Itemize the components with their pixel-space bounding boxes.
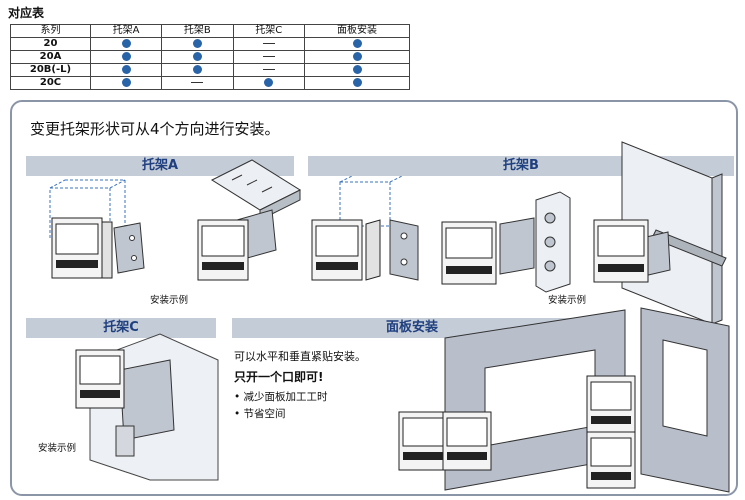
supported-dot-icon <box>192 51 202 61</box>
compat-cell <box>232 63 306 77</box>
not-supported-dash-icon <box>262 68 275 70</box>
compat-cell <box>232 76 306 90</box>
supported-dot-icon <box>121 38 131 48</box>
supported-dot-icon <box>192 64 202 74</box>
compat-cell <box>304 37 410 51</box>
model-cell: 20B(-L) <box>10 63 91 77</box>
compat-cell <box>232 50 306 64</box>
panel-mount-bullet-1: • 减少面板加工工时 <box>234 391 328 403</box>
model-cell: 20 <box>10 37 91 51</box>
col-header-bracket-a: 托架A <box>89 24 163 38</box>
not-supported-dash-icon <box>262 55 275 57</box>
panel-vertical-illustration <box>586 307 730 493</box>
table-header-row: 系列 托架A 托架B 托架C 面板安装 <box>10 24 410 38</box>
bracket-b-wall-illustration <box>593 141 727 325</box>
compat-cell <box>232 37 306 51</box>
model-cell: 20A <box>10 50 91 64</box>
compat-cell <box>304 63 410 77</box>
table-row: 20 <box>10 37 410 51</box>
banner-bracket-a: 托架A <box>26 156 294 176</box>
bracket-a-exploded-illustration <box>49 179 145 279</box>
panel-mount-line1: 可以水平和垂直紧贴安装。 <box>234 350 366 363</box>
col-header-series: 系列 <box>10 24 91 38</box>
supported-dot-icon <box>352 77 362 87</box>
supported-dot-icon <box>352 38 362 48</box>
compat-cell <box>304 50 410 64</box>
compat-cell <box>89 63 163 77</box>
supported-dot-icon <box>121 64 131 74</box>
bracket-a-mounted-illustration <box>197 159 302 281</box>
not-supported-dash-icon <box>191 81 204 83</box>
compat-cell <box>161 63 234 77</box>
compat-cell <box>89 50 163 64</box>
bracket-b-exploded-illustration <box>311 176 419 281</box>
supported-dot-icon <box>352 51 362 61</box>
supported-dot-icon <box>192 38 202 48</box>
table-row: 20A <box>10 50 410 64</box>
supported-dot-icon <box>121 51 131 61</box>
not-supported-dash-icon <box>262 42 275 44</box>
compat-cell <box>89 76 163 90</box>
bracket-b-mounted-illustration <box>441 191 571 293</box>
compat-cell <box>161 37 234 51</box>
bracket-c-caption: 安装示例 <box>38 443 77 454</box>
model-cell: 20C <box>10 76 91 90</box>
main-title: 变更托架形状可从4个方向进行安装。 <box>30 120 280 138</box>
panel-mount-line2: 只开一个口即可! <box>234 370 324 384</box>
compat-cell <box>161 76 234 90</box>
bracket-c-illustration <box>75 333 219 481</box>
compat-cell <box>304 76 410 90</box>
compat-cell <box>161 50 234 64</box>
table-title: 对应表 <box>8 6 45 20</box>
supported-dot-icon <box>352 64 362 74</box>
panel-mount-bullet-2: • 节省空间 <box>234 408 286 420</box>
compat-cell <box>89 37 163 51</box>
table-row: 20B(-L) <box>10 63 410 77</box>
col-header-bracket-b: 托架B <box>161 24 234 38</box>
col-header-panel-mount: 面板安装 <box>304 24 410 38</box>
bracket-a-caption: 安装示例 <box>150 295 189 306</box>
panel-horizontal-illustration <box>398 309 626 491</box>
col-header-bracket-c: 托架C <box>232 24 306 38</box>
bracket-b-caption: 安装示例 <box>548 295 587 306</box>
supported-dot-icon <box>121 77 131 87</box>
banner-bracket-c: 托架C <box>26 318 216 338</box>
table-row: 20C <box>10 76 410 90</box>
supported-dot-icon <box>264 77 274 87</box>
